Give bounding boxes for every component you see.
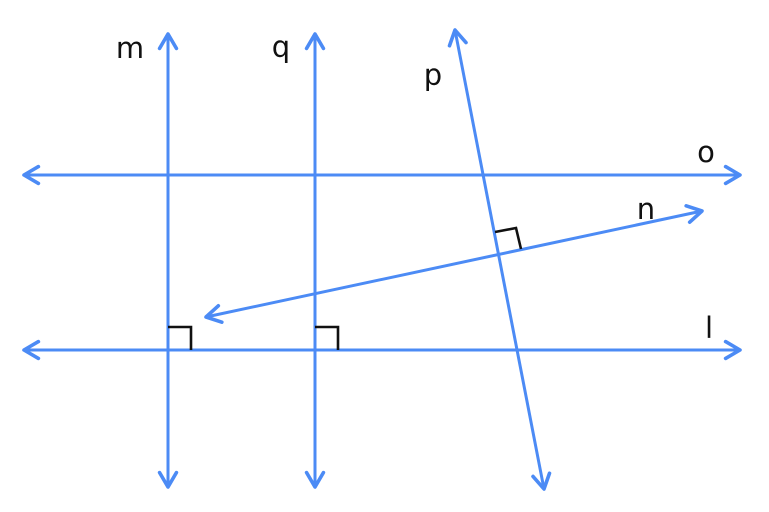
right-angle-marker-p-n — [494, 226, 523, 250]
line-label-n: n — [637, 192, 655, 226]
line-label-m: m — [116, 31, 144, 65]
line-label-q: q — [272, 30, 290, 64]
line-label-p: p — [424, 58, 442, 92]
right-angle-marker-m-l — [168, 325, 193, 350]
line-n — [204, 203, 704, 325]
line-label-o: o — [697, 135, 715, 169]
line-label-l: l — [705, 311, 713, 345]
right-angle-marker-q-l — [315, 325, 340, 350]
